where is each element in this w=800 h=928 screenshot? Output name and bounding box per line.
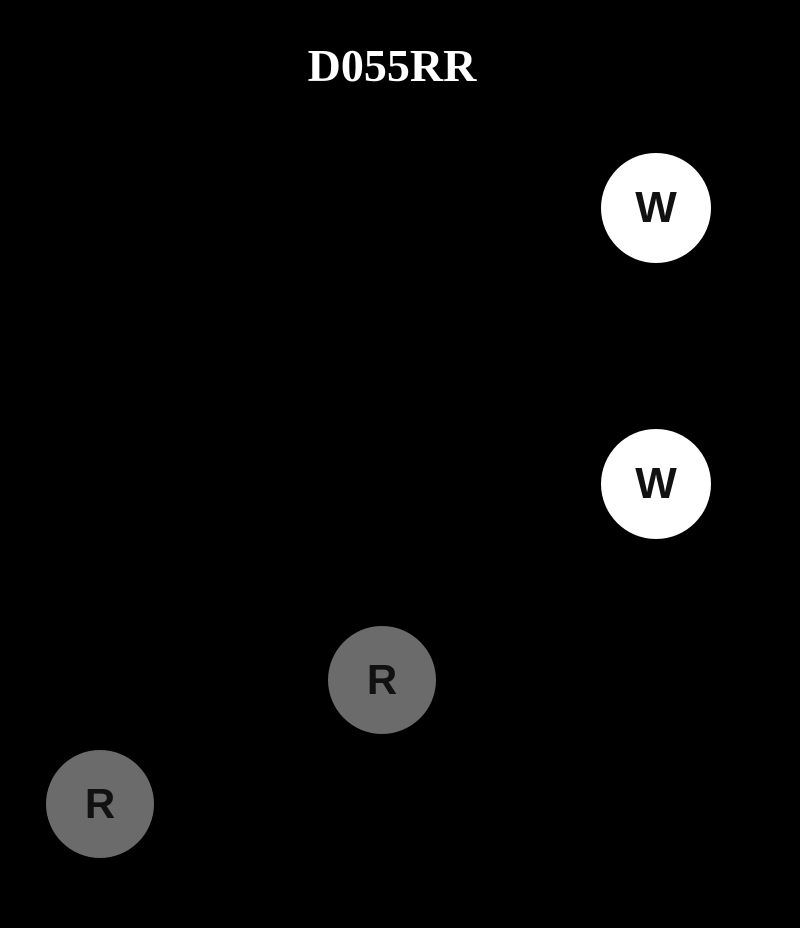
marker-label: W	[635, 459, 677, 508]
marker-w-1: W	[601, 153, 711, 263]
page-title: D055RR	[307, 40, 477, 91]
marker-label: R	[366, 656, 398, 703]
marker-label: W	[635, 183, 677, 232]
marker-r-2: R	[46, 750, 154, 858]
marker-label: R	[84, 780, 116, 827]
marker-r-1: R	[328, 626, 436, 734]
marker-w-2: W	[601, 429, 711, 539]
